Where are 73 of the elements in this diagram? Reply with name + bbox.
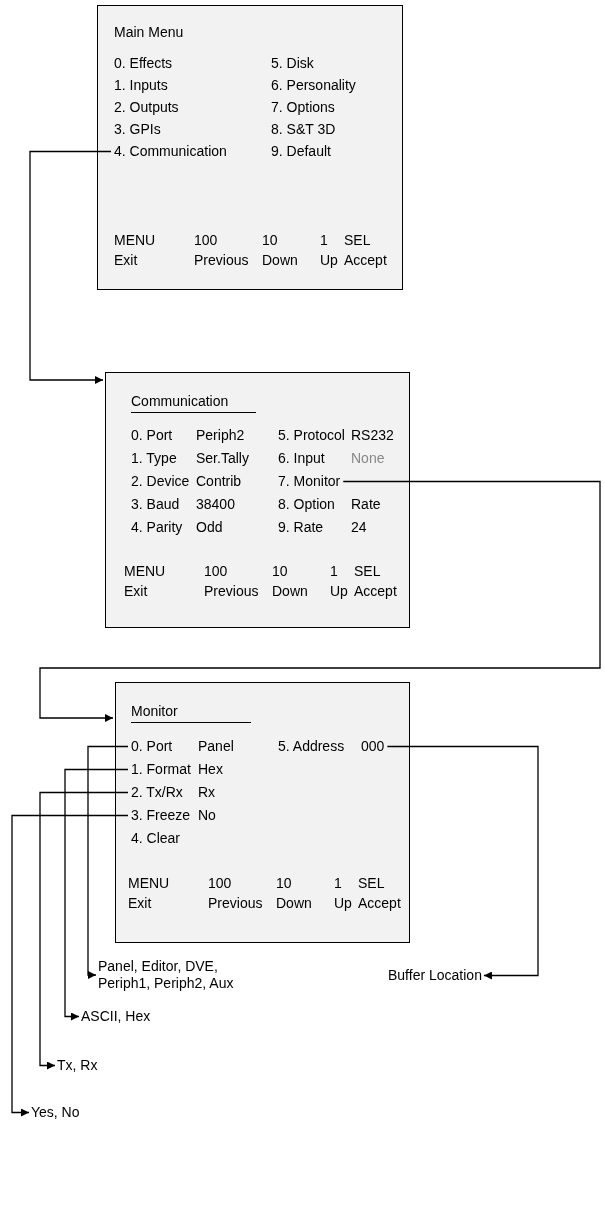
leader-arrow <box>29 150 112 384</box>
menu-item: 5. Address <box>278 738 345 755</box>
option-list: ASCII, Hex <box>81 1008 151 1025</box>
leader-arrow <box>39 480 601 722</box>
menu-item: 4. Communication <box>114 143 227 160</box>
setting-value: Odd <box>196 519 223 536</box>
menu-item: 7. Options <box>271 99 335 116</box>
softkey-label: 10 Down <box>272 562 308 601</box>
screen-title: Main Menu <box>114 24 184 41</box>
option-list: Yes, No <box>31 1104 80 1121</box>
leader-arrow <box>11 814 129 1117</box>
setting-value: RS232 <box>351 427 394 444</box>
setting-value: Panel <box>198 738 234 755</box>
softkey-label: SEL Accept <box>344 231 387 270</box>
menu-item: 6. Personality <box>271 77 356 94</box>
menu-item: 8. S&T 3D <box>271 121 336 138</box>
option-list: Buffer Location <box>388 967 482 984</box>
menu-screen <box>115 682 410 943</box>
softkey-label: MENU Exit <box>128 874 170 913</box>
menu-item: 0. Port <box>131 738 173 755</box>
menu-item: 1. Inputs <box>114 77 168 94</box>
softkey-label: 1 Up <box>334 874 352 913</box>
menu-item: 1. Type <box>131 450 177 467</box>
softkey-label: SEL Accept <box>354 562 397 601</box>
menu-item: 3. Baud <box>131 496 180 513</box>
softkey-label: SEL Accept <box>358 874 401 913</box>
menu-item: 2. Outputs <box>114 99 179 116</box>
leader-arrow <box>64 768 129 1021</box>
menu-item: 0. Port <box>131 427 173 444</box>
softkey-label: 1 Up <box>330 562 348 601</box>
menu-item: 5. Protocol <box>278 427 345 444</box>
menu-item: 6. Input <box>278 450 325 467</box>
leader-arrow <box>39 791 129 1070</box>
menu-item: 4. Clear <box>131 830 181 847</box>
option-list: Tx, Rx <box>57 1057 98 1074</box>
setting-value: Contrib <box>196 473 242 490</box>
screen-title: Communication <box>131 393 229 410</box>
softkey-label: 10 Down <box>262 231 298 270</box>
menu-item: 000 <box>361 738 385 755</box>
softkey-label: 100 Previous <box>194 231 249 270</box>
menu-item: 0. Effects <box>114 55 173 72</box>
option-list: Panel, Editor, DVE, Periph1, Periph2, Aux <box>98 958 248 992</box>
menu-item: 2. Device <box>131 473 190 490</box>
screen-title: Monitor <box>131 703 178 720</box>
setting-value: No <box>198 807 216 824</box>
setting-value: 24 <box>351 519 367 536</box>
setting-value: Rate <box>351 496 381 513</box>
softkey-label: 10 Down <box>276 874 312 913</box>
menu-item: 9. Default <box>271 143 331 160</box>
menu-item: 1. Format <box>131 761 191 778</box>
softkey-label: MENU Exit <box>114 231 156 270</box>
menu-item: 5. Disk <box>271 55 314 72</box>
softkey-label: MENU Exit <box>124 562 166 601</box>
leader-arrow <box>386 745 539 980</box>
menu-item: 7. Monitor <box>278 473 341 490</box>
softkey-label: 100 Previous <box>208 874 263 913</box>
menu-item: 2. Tx/Rx <box>131 784 183 801</box>
setting-value: Rx <box>198 784 216 801</box>
menu-item: 3. Freeze <box>131 807 191 824</box>
setting-value: None <box>351 450 385 467</box>
softkey-label: 100 Previous <box>204 562 259 601</box>
menu-item: 4. Parity <box>131 519 183 536</box>
setting-value: Periph2 <box>196 427 245 444</box>
menu-screen <box>97 5 403 290</box>
leader-arrow <box>87 745 129 979</box>
softkey-label: 1 Up <box>320 231 338 270</box>
setting-value: 38400 <box>196 496 235 513</box>
setting-value: Ser.Tally <box>196 450 249 467</box>
setting-value: Hex <box>198 761 223 778</box>
menu-screen <box>105 372 410 628</box>
menu-item: 3. GPIs <box>114 121 161 138</box>
menu-item: 8. Option <box>278 496 335 513</box>
menu-item: 9. Rate <box>278 519 324 536</box>
